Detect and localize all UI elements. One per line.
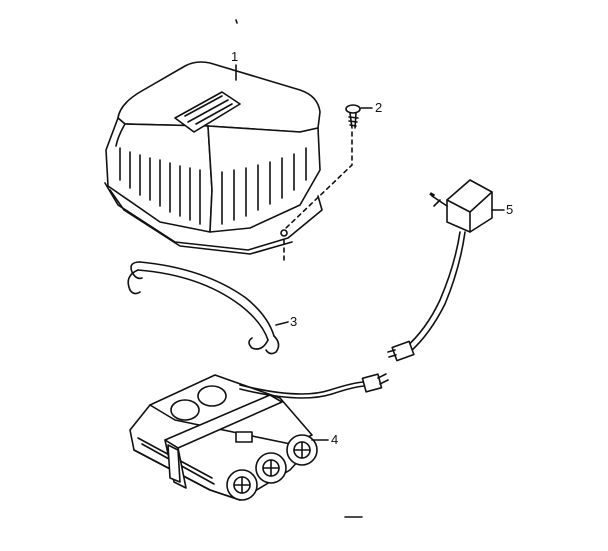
part-2-screw [285, 104, 361, 229]
battery-cell [255, 452, 287, 484]
callout-4: 4 [311, 432, 338, 447]
callout-label-1: 1 [231, 49, 238, 64]
part-5-adapter [387, 179, 493, 362]
callout-label-5: 5 [506, 202, 513, 217]
part-4-battery-pack [129, 373, 389, 501]
callout-3: 3 [275, 314, 297, 329]
callout-label-4: 4 [331, 432, 338, 447]
callout-1: 1 [231, 49, 238, 81]
callout-2: 2 [360, 100, 382, 115]
part-1-housing [104, 61, 323, 263]
battery-cell [226, 469, 258, 501]
callout-label-2: 2 [375, 100, 382, 115]
battery-cell [286, 434, 318, 466]
callout-label-3: 3 [290, 314, 297, 329]
part-3-strap [127, 261, 280, 355]
callout-5: 5 [491, 202, 513, 217]
stray-mark [235, 19, 238, 24]
